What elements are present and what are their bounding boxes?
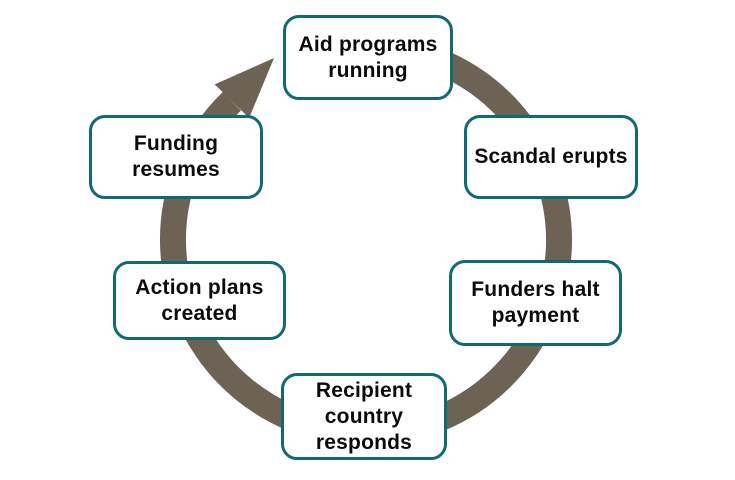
node-recipient-country-responds: Recipient country responds [281, 373, 447, 460]
node-label: Recipient country responds [315, 378, 413, 454]
cycle-arrow-head [214, 58, 274, 118]
node-label: Funding resumes [132, 132, 220, 181]
node-funders-halt-payment: Funders halt payment [449, 260, 622, 346]
node-funding-resumes: Funding resumes [89, 115, 263, 199]
node-label: Scandal erupts [474, 145, 628, 168]
node-label: Funders halt payment [471, 278, 600, 327]
node-aid-programs-running: Aid programs running [283, 15, 453, 100]
node-scandal-erupts: Scandal erupts [464, 115, 638, 199]
node-label: Aid programs running [298, 32, 438, 82]
node-label: Action plans created [135, 275, 264, 325]
node-action-plans-created: Action plans created [113, 261, 286, 340]
